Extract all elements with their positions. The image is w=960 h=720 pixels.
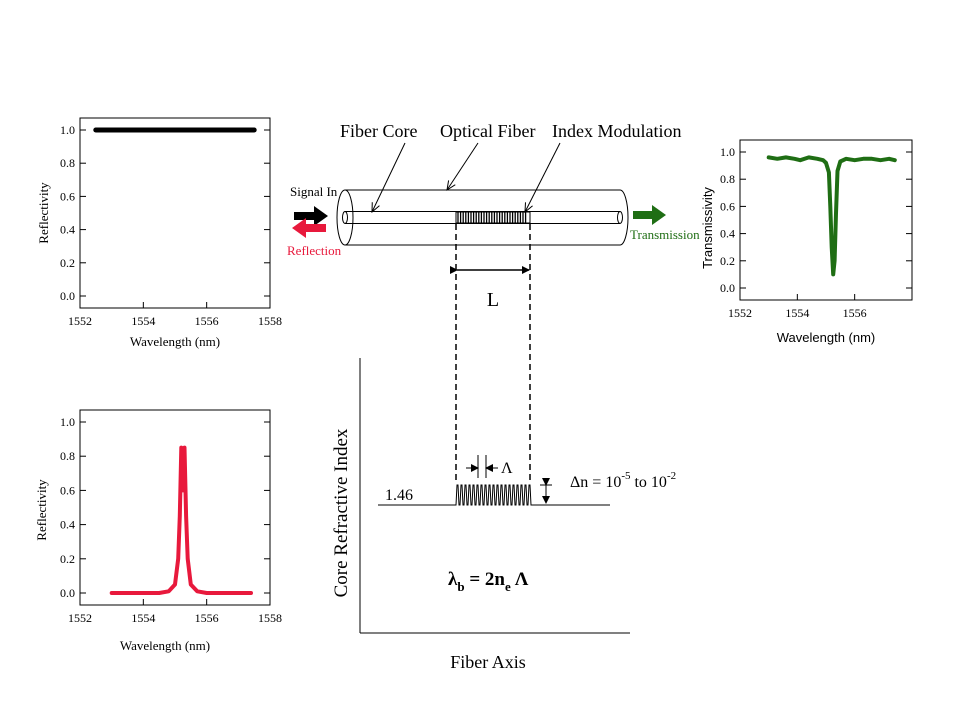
y-tick-label: 0.2 <box>60 256 75 270</box>
y-tick-label: 0.0 <box>720 281 735 295</box>
signal-in-label: Signal In <box>290 184 338 199</box>
y-tick-label: 1.0 <box>60 415 75 429</box>
delta-n-prefix: Δn = 10 <box>570 474 621 491</box>
fiber-core-pointer <box>372 142 406 212</box>
x-tick-label: 1554 <box>131 314 155 328</box>
x-tick-label: 1552 <box>728 306 752 320</box>
bragg-lambda: λ <box>448 569 458 590</box>
index-profile-plot: Core Refractive Index Fiber Axis 1.46 Λ … <box>331 358 676 672</box>
delta-n-exp-high: -2 <box>667 470 676 482</box>
x-tick-label: 1552 <box>68 611 92 625</box>
reflection-label: Reflection <box>287 243 342 258</box>
fiber-right-end <box>619 189 629 246</box>
tick-group: 0.0 0.2 0.4 0.6 0.8 1.0 1552 1554 1556 1558 <box>60 123 282 328</box>
grating-region <box>455 211 531 224</box>
bragg-period: Λ <box>515 569 529 590</box>
series-group <box>109 445 253 595</box>
x-tick-label: 1556 <box>843 306 867 320</box>
x-tick-label: 1554 <box>785 306 809 320</box>
x-axis-label: Wavelength (nm) <box>130 334 220 349</box>
index-modulation-label: Index Modulation <box>552 121 681 141</box>
y-tick-label: 0.8 <box>60 156 75 170</box>
profile-x-axis-label: Fiber Axis <box>450 652 526 672</box>
y-tick-label: 0.4 <box>720 227 735 241</box>
index-modulation-grating <box>455 211 531 224</box>
period-marker: Λ <box>466 455 513 478</box>
y-tick-label: 0.0 <box>60 586 75 600</box>
plot-frame <box>79 117 271 309</box>
y-tick-label: 0.6 <box>60 189 75 203</box>
transmission-label: Transmission <box>630 227 700 242</box>
reflection-arrow-icon <box>292 218 326 238</box>
x-tick-label: 1552 <box>68 314 92 328</box>
tick-group: 0.0 0.2 0.4 0.6 0.8 1.0 1552 1554 1556 <box>720 145 912 320</box>
delta-n-exp-low: -5 <box>621 470 631 482</box>
y-tick-label: 1.0 <box>60 123 75 137</box>
input-spectrum-chart: 0.0 0.2 0.4 0.6 0.8 1.0 1552 1554 1556 1558 Wavel… <box>36 117 282 349</box>
x-tick-label: 1554 <box>131 611 155 625</box>
x-tick-label: 1556 <box>195 611 219 625</box>
y-tick-label: 0.6 <box>720 199 735 213</box>
optical-fiber-pointer <box>447 142 479 190</box>
y-tick-label: 0.6 <box>60 483 75 497</box>
delta-n-marker <box>540 478 552 504</box>
y-tick-label: 0.4 <box>60 518 75 532</box>
base-index-label: 1.46 <box>385 487 413 504</box>
transmission-spectrum-chart: 0.0 0.2 0.4 0.6 0.8 1.0 1552 1554 1556 Wavelengt… <box>700 139 913 345</box>
profile-y-axis-label: Core Refractive Index <box>331 428 352 597</box>
y-axis-label: Reflectivity <box>34 479 49 541</box>
bragg-sub-b: b <box>457 579 464 594</box>
series-line-0 <box>766 155 897 277</box>
y-tick-label: 0.8 <box>720 172 735 186</box>
y-tick-label: 0.4 <box>60 223 75 237</box>
y-axis-label: Transmissivity <box>700 187 715 269</box>
bragg-sub-e: e <box>505 579 511 594</box>
series-line-0 <box>109 445 253 595</box>
y-tick-label: 1.0 <box>720 145 735 159</box>
fiber-left-end <box>336 189 354 246</box>
x-axis-label: Wavelength (nm) <box>120 638 210 653</box>
reflection-spectrum-chart: 0.0 0.2 0.4 0.6 0.8 1.0 1552 1554 1556 1558 Wavel… <box>34 409 282 653</box>
plot-frame <box>739 139 913 301</box>
x-tick-label: 1558 <box>258 314 282 328</box>
period-label: Λ <box>501 460 513 477</box>
optical-fiber-label: Optical Fiber <box>440 121 535 141</box>
transmission-arrow-icon <box>633 205 666 225</box>
y-tick-label: 0.8 <box>60 449 75 463</box>
plot-frame <box>79 409 271 606</box>
index-modulation-profile <box>378 484 610 506</box>
length-label: L <box>487 289 499 311</box>
y-tick-label: 0.2 <box>720 254 735 268</box>
x-tick-label: 1556 <box>195 314 219 328</box>
delta-n-label: Δn = 10-5 to 10-2 <box>570 470 676 491</box>
signal-in-arrow-icon <box>294 206 328 226</box>
x-tick-label: 1558 <box>258 611 282 625</box>
y-tick-label: 0.2 <box>60 552 75 566</box>
series-group <box>766 155 897 277</box>
core-right-end <box>617 211 623 224</box>
x-axis-label: Wavelength (nm) <box>777 330 876 345</box>
index-modulation-pointer <box>525 142 561 212</box>
bragg-eq: = 2n <box>465 569 506 590</box>
delta-n-middle: to 10 <box>630 474 666 491</box>
y-axis-label: Reflectivity <box>36 182 51 244</box>
tick-group: 0.0 0.2 0.4 0.6 0.8 1.0 1552 1554 1556 1558 <box>60 415 282 625</box>
optical-fiber <box>336 189 629 246</box>
y-tick-label: 0.0 <box>60 289 75 303</box>
fiber-core-label: Fiber Core <box>340 121 417 141</box>
